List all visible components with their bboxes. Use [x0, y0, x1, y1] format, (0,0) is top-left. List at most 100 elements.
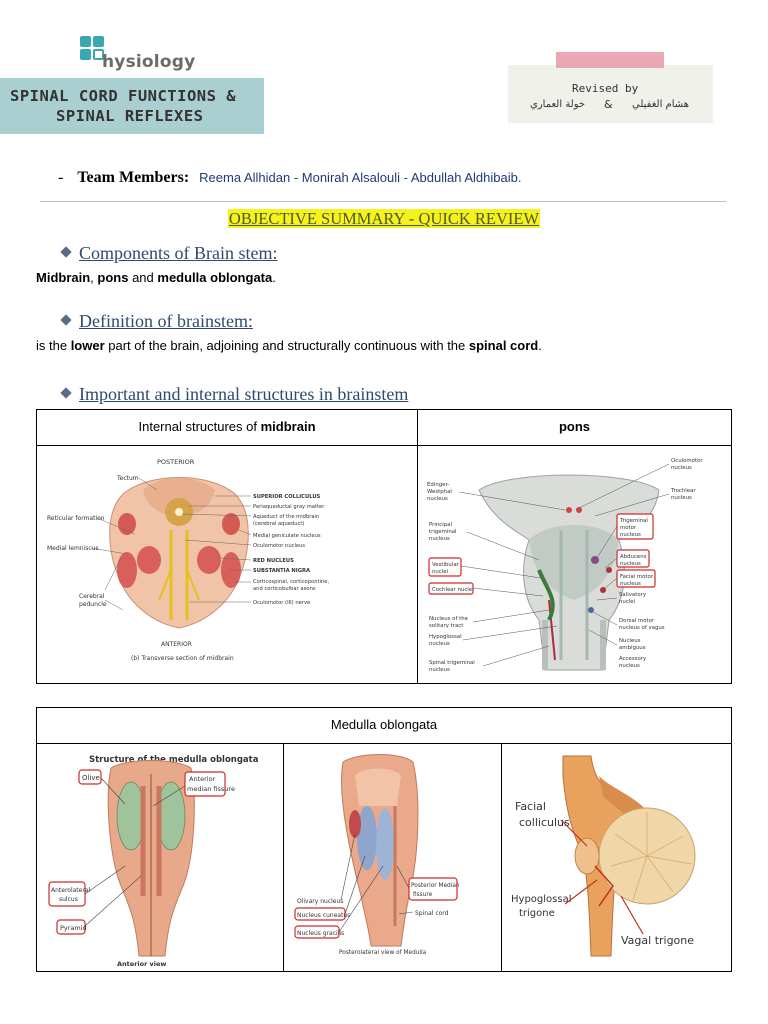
mb-label-5: Oculomotor nucleus [253, 543, 305, 549]
pons-left-7: nuclei [432, 569, 448, 575]
pons-left-8: Cochlear nuclei [432, 587, 474, 593]
facial-label-1: Facial [515, 800, 546, 813]
diamond-bullet-icon [60, 245, 72, 258]
pons-term: pons [97, 270, 129, 285]
banner-line-2: SPINAL REFLEXES [56, 107, 204, 125]
pons-right-6: nucleus [620, 532, 641, 538]
midbrain-cross-section-figure: POSTERIOR Tectum Reticular formation Med… [39, 450, 415, 682]
pons-left-10: solitary tract [429, 623, 463, 629]
cuneatus-label: Nucleus cuneatus [297, 912, 350, 919]
pons-right-14: nucleus of vagus [619, 625, 665, 631]
diamond-bullet-icon [60, 313, 72, 326]
mb-label-2: Aqueduct of the midbrain [253, 514, 319, 520]
medulla-posterior-figure: Facial colliculus Hypoglossal trigone Va… [503, 746, 731, 970]
pons-left-3: Principal [429, 522, 452, 528]
pons-column-header: pons [558, 419, 591, 434]
pons-right-12: nuclei [619, 599, 635, 605]
physiology-logo-icon [78, 34, 106, 62]
banner-line-1: SPINAL CORD FUNCTIONS & [10, 87, 237, 105]
facial-label-2: colliculus [519, 816, 570, 829]
components-heading-text: Components of Brain stem: [79, 243, 278, 263]
cerebral-label: Cerebral [79, 593, 105, 600]
important-heading: Important and internal structures in bra… [60, 384, 408, 405]
diamond-bullet-icon [60, 386, 72, 399]
medulla-table: Medulla oblongata Structure of the medul… [36, 707, 732, 972]
header-midbrain: midbrain [260, 419, 316, 434]
pons-right-18: nucleus [619, 663, 640, 669]
logo-text: hysiology [102, 52, 196, 72]
pons-right-0: Oculomotor [671, 458, 703, 464]
pons-right-13: Dorsal motor [619, 618, 655, 624]
pons-left-11: Hypoglossal [429, 634, 462, 640]
divider [40, 201, 726, 202]
midbrain-column-header: Internal structures of midbrain [37, 419, 417, 434]
mb-label-6: RED NUCLEUS [253, 558, 294, 564]
medulla-header: Medulla oblongata [330, 717, 438, 732]
vagal-trigone-label: Vagal trigone [621, 934, 694, 947]
components-heading: Components of Brain stem: [60, 243, 278, 264]
period: . [272, 270, 276, 285]
def-part-3: part of the brain, adjoining and structu… [104, 338, 469, 353]
mb-label-8: Corticospinal, corticopontine, [253, 579, 329, 585]
pons-right-9: Facial motor [620, 574, 654, 580]
mb-label-3: (cerebral aqueduct) [253, 521, 304, 527]
anterior-fissure-label-2: median fissure [187, 785, 235, 793]
reticular-label: Reticular formation [47, 515, 105, 522]
posterior-median-label-2: fissure [413, 892, 433, 898]
mb-label-9: and corticobulbar axons [253, 586, 316, 592]
lower-term: lower [70, 338, 105, 353]
fig1-caption: Anterior view [117, 960, 166, 968]
posterior-median-label-1: Posterior Median [411, 883, 460, 889]
components-text: Midbrain, pons and medulla oblongata. [36, 270, 276, 285]
midbrain-caption: (b) Transverse section of midbrain [131, 655, 234, 662]
pons-left-14: nucleus [429, 667, 450, 673]
pons-right-7: Abducens [620, 554, 647, 560]
pons-right-10: nucleus [620, 581, 641, 587]
peduncle-label: peduncle [79, 601, 107, 608]
olivary-label: Olivary nucleus [297, 898, 343, 905]
team-members-names: Reema Allhidan - Monirah Alsalouli - Abd… [199, 170, 522, 185]
medial-lemniscus-label: Medial lemniscus [47, 545, 99, 552]
spinal-cord-term: spinal cord [468, 338, 539, 353]
fig2-caption: Posterolateral view of Medulla [339, 950, 427, 956]
pons-left-5: nucleus [429, 536, 450, 542]
pons-nuclei-figure: Edinger- Westphal nucleus Principal trig… [419, 450, 731, 682]
pons-right-4: Trigeminal [619, 518, 648, 524]
revised-by-box: Revised by خولة العماري & هشام الغفيلي [508, 52, 713, 123]
definition-heading: Definition of brainstem: [60, 311, 253, 332]
pons-right-15: Nucleus [619, 638, 641, 644]
mb-label-4: Medial geniculate nucleus [253, 533, 321, 539]
gracilis-label: Nucleus gracilis [297, 930, 344, 937]
definition-text: is the lower part of the brain, adjoinin… [36, 338, 542, 353]
mb-label-1: Periaqueductal gray matter [253, 504, 325, 510]
pons-right-17: Accessory [619, 656, 647, 662]
midbrain-term: Midbrain [36, 270, 91, 285]
medulla-posterolateral-figure: Olivary nucleus Nucleus cuneatus Nucleus… [285, 746, 499, 970]
pons-left-1: Westphal [427, 489, 452, 495]
revised-label: Revised by [572, 82, 639, 95]
and-text: and [128, 270, 158, 285]
team-members-label: Team Members: [77, 169, 190, 186]
list-dash: - [58, 169, 64, 186]
pons-left-6: Vestibular [432, 562, 460, 568]
physiology-logo: hysiology [78, 34, 195, 74]
def-part-1: is the [36, 338, 71, 353]
anterior-fissure-label-1: Anterior [189, 775, 216, 783]
pons-right-5: motor [620, 525, 637, 531]
pons-left-9: Nucleus of the [429, 616, 469, 622]
hypoglossal-label-1: Hypoglossal [511, 894, 571, 905]
pons-right-16: ambiguus [619, 645, 646, 651]
reviser-name-2: هشام الغفيلي [632, 99, 689, 110]
objective-title-text: OBJECTIVE SUMMARY - QUICK REVIEW [227, 209, 541, 228]
title-banner: SPINAL CORD FUNCTIONS & SPINAL REFLEXES [0, 78, 264, 134]
pons-right-8: nucleus [620, 561, 641, 567]
medulla-anterior-figure: Structure of the medulla oblongata Olive… [39, 746, 281, 970]
mb-label-0: SUPERIOR COLLICULUS [253, 494, 321, 500]
pyramid-label: Pyramid [60, 924, 87, 932]
mb-label-10: Oculomotor (III) nerve [253, 600, 310, 606]
medulla-term: medulla oblongata [157, 270, 273, 285]
pons-left-2: nucleus [427, 496, 448, 502]
pons-right-2: Trochlear [670, 488, 696, 494]
period: . [538, 338, 542, 353]
pons-left-4: trigeminal [429, 529, 457, 535]
